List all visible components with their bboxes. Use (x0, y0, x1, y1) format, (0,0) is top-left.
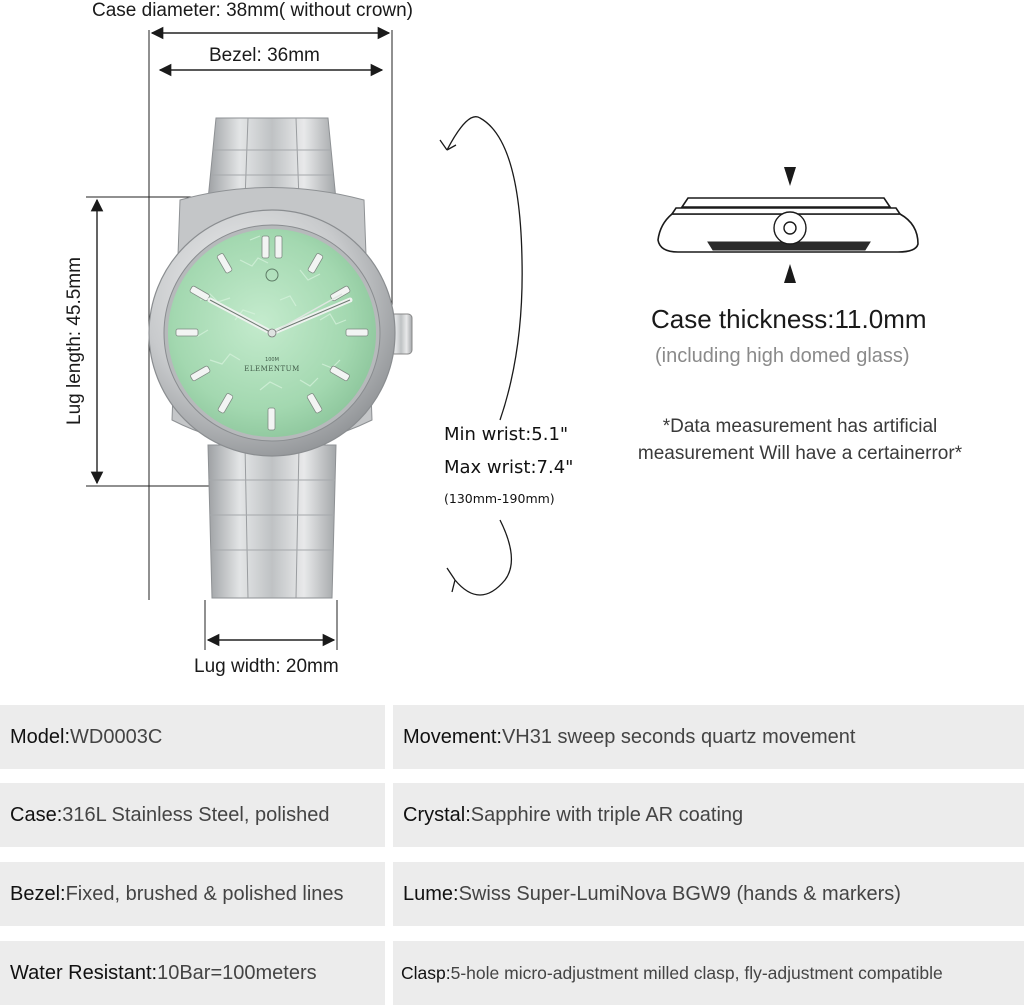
bracelet-top (207, 117, 337, 201)
lug-length-label: Lug length: 45.5mm (64, 257, 85, 425)
thickness-arrow-top-icon (784, 167, 796, 186)
spec-value: WD0003C (70, 725, 163, 748)
dial-brand-text: ELEMENTUM (244, 365, 300, 373)
spec-label: Water Resistant: (10, 961, 158, 984)
spec-label: Movement: (403, 725, 502, 748)
spec-value: VH31 sweep seconds quartz movement (501, 725, 856, 748)
spec-cell-case: Case: 316L Stainless Steel, polished (0, 783, 385, 847)
wrist-curve-arrows (439, 116, 523, 596)
case-thickness-subtitle: (including high domed glass) (655, 345, 910, 367)
watch-hands (207, 293, 353, 338)
spec-value: 5-hole micro-adjustment milled clasp, fl… (450, 962, 943, 983)
wrist-range-label: (130mm-190mm) (444, 491, 555, 506)
spec-cell-lume: Lume: Swiss Super-LumiNova BGW9 (hands &… (393, 862, 1024, 926)
measurement-note: *Data measurement has artificial measure… (637, 416, 963, 464)
spec-value: Fixed, brushed & polished lines (65, 882, 344, 905)
case-thickness-title: Case thickness:11.0mm (651, 304, 927, 334)
spec-value: 10Bar=100meters (157, 961, 317, 984)
spec-value: 316L Stainless Steel, polished (62, 803, 330, 826)
spec-label: Crystal: (403, 803, 471, 826)
spec-value: Swiss Super-LumiNova BGW9 (hands & marke… (458, 882, 901, 905)
spec-label: Case: (10, 803, 63, 826)
spec-cell-model: Model: WD0003C (0, 705, 385, 769)
spec-label: Clasp: (401, 962, 451, 983)
spec-label: Lume: (403, 882, 459, 905)
thickness-arrow-bottom-icon (784, 264, 796, 283)
spec-label: Bezel: (10, 882, 66, 905)
hour-markers (175, 235, 369, 431)
case-side-profile (657, 197, 919, 253)
lug-width-dimension (204, 600, 338, 650)
case-diameter-dimension (148, 26, 393, 600)
spec-cell-crystal: Crystal: Sapphire with triple AR coating (393, 783, 1024, 847)
bezel-label: Bezel: 36mm (209, 45, 320, 66)
dial-logo-icon (265, 268, 279, 282)
dial-depth-text: 100M (265, 357, 279, 363)
min-wrist-label: Min wrist:5.1" (444, 424, 569, 445)
bracelet-bottom (207, 444, 337, 599)
watch-diagram: 100M ELEMENTUM (86, 26, 919, 650)
spec-label: Model: (10, 725, 71, 748)
case-diameter-label: Case diameter: 38mm( without crown) (92, 0, 413, 21)
spec-cell-clasp: Clasp: 5-hole micro-adjustment milled cl… (393, 941, 1024, 1005)
spec-value: Sapphire with triple AR coating (470, 803, 744, 826)
max-wrist-label: Max wrist:7.4" (444, 457, 574, 478)
spec-cell-water-resistant: Water Resistant: 10Bar=100meters (0, 941, 385, 1005)
spec-cell-movement: Movement: VH31 sweep seconds quartz move… (393, 705, 1024, 769)
lug-width-label: Lug width: 20mm (194, 656, 339, 677)
spec-cell-bezel: Bezel: Fixed, brushed & polished lines (0, 862, 385, 926)
